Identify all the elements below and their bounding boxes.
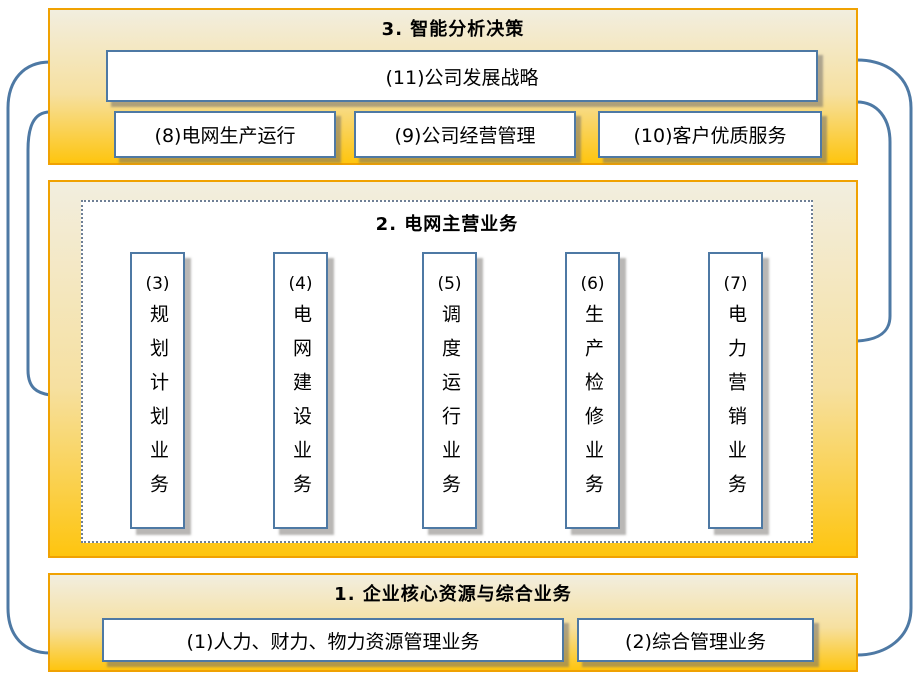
vbox-grid-construction-label: 电网建设业务	[290, 303, 312, 508]
vbox-production-maintenance-number: (6)	[580, 273, 605, 294]
box-comprehensive-management: (2)综合管理业务	[577, 618, 814, 662]
vbox-planning-business: (3) 规划计划业务	[130, 252, 185, 529]
vbox-power-marketing-label: 电力营销业务	[725, 303, 747, 508]
vbox-planning-label: 规划计划业务	[147, 303, 169, 508]
box-customer-quality-service: (10)客户优质服务	[598, 111, 822, 158]
box-company-strategy: (11)公司发展战略	[106, 50, 818, 102]
right-outer-connector	[856, 58, 913, 657]
box-comprehensive-management-label: (2)综合管理业务	[625, 630, 766, 653]
vbox-power-marketing-business: (7) 电力营销业务	[708, 252, 763, 529]
layer-2-title: 2. 电网主营业务	[375, 214, 519, 235]
layer-2-section: 2. 电网主营业务 (3) 规划计划业务 (4) 电网建设业务 (5) 调度运行…	[48, 180, 858, 558]
layer-3-title: 3. 智能分析决策	[381, 19, 525, 40]
layer-3-section: 3. 智能分析决策 (11)公司发展战略 (8)电网生产运行 (9)公司经营管理…	[48, 8, 858, 165]
layer-1-section: 1. 企业核心资源与综合业务 (1)人力、财力、物力资源管理业务 (2)综合管理…	[48, 573, 858, 672]
right-inner-connector	[856, 100, 892, 343]
box-company-strategy-label: (11)公司发展战略	[385, 66, 539, 89]
vbox-dispatch-operation-business: (5) 调度运行业务	[422, 252, 477, 529]
vbox-power-marketing-number: (7)	[723, 273, 748, 294]
box-grid-production-operation: (8)电网生产运行	[114, 111, 336, 158]
box-resource-management: (1)人力、财力、物力资源管理业务	[102, 618, 564, 662]
vbox-planning-number: (3)	[145, 273, 170, 294]
left-outer-connector	[6, 60, 51, 655]
box-resource-management-label: (1)人力、财力、物力资源管理业务	[186, 630, 480, 653]
box-customer-quality-service-label: (10)客户优质服务	[633, 125, 787, 147]
vbox-grid-construction-number: (4)	[288, 273, 313, 294]
vbox-grid-construction-business: (4) 电网建设业务	[273, 252, 328, 529]
box-company-business-management: (9)公司经营管理	[354, 111, 576, 158]
vbox-production-maintenance-label: 生产检修业务	[582, 303, 604, 508]
left-inner-connector	[26, 110, 51, 397]
layer-2-dotted-panel: 2. 电网主营业务 (3) 规划计划业务 (4) 电网建设业务 (5) 调度运行…	[81, 200, 813, 543]
layer-1-title: 1. 企业核心资源与综合业务	[334, 584, 572, 605]
vbox-dispatch-operation-label: 调度运行业务	[439, 303, 461, 508]
box-company-business-management-label: (9)公司经营管理	[394, 125, 536, 147]
vbox-production-maintenance-business: (6) 生产检修业务	[565, 252, 620, 529]
box-grid-production-operation-label: (8)电网生产运行	[154, 125, 296, 147]
vbox-dispatch-operation-number: (5)	[437, 273, 462, 294]
